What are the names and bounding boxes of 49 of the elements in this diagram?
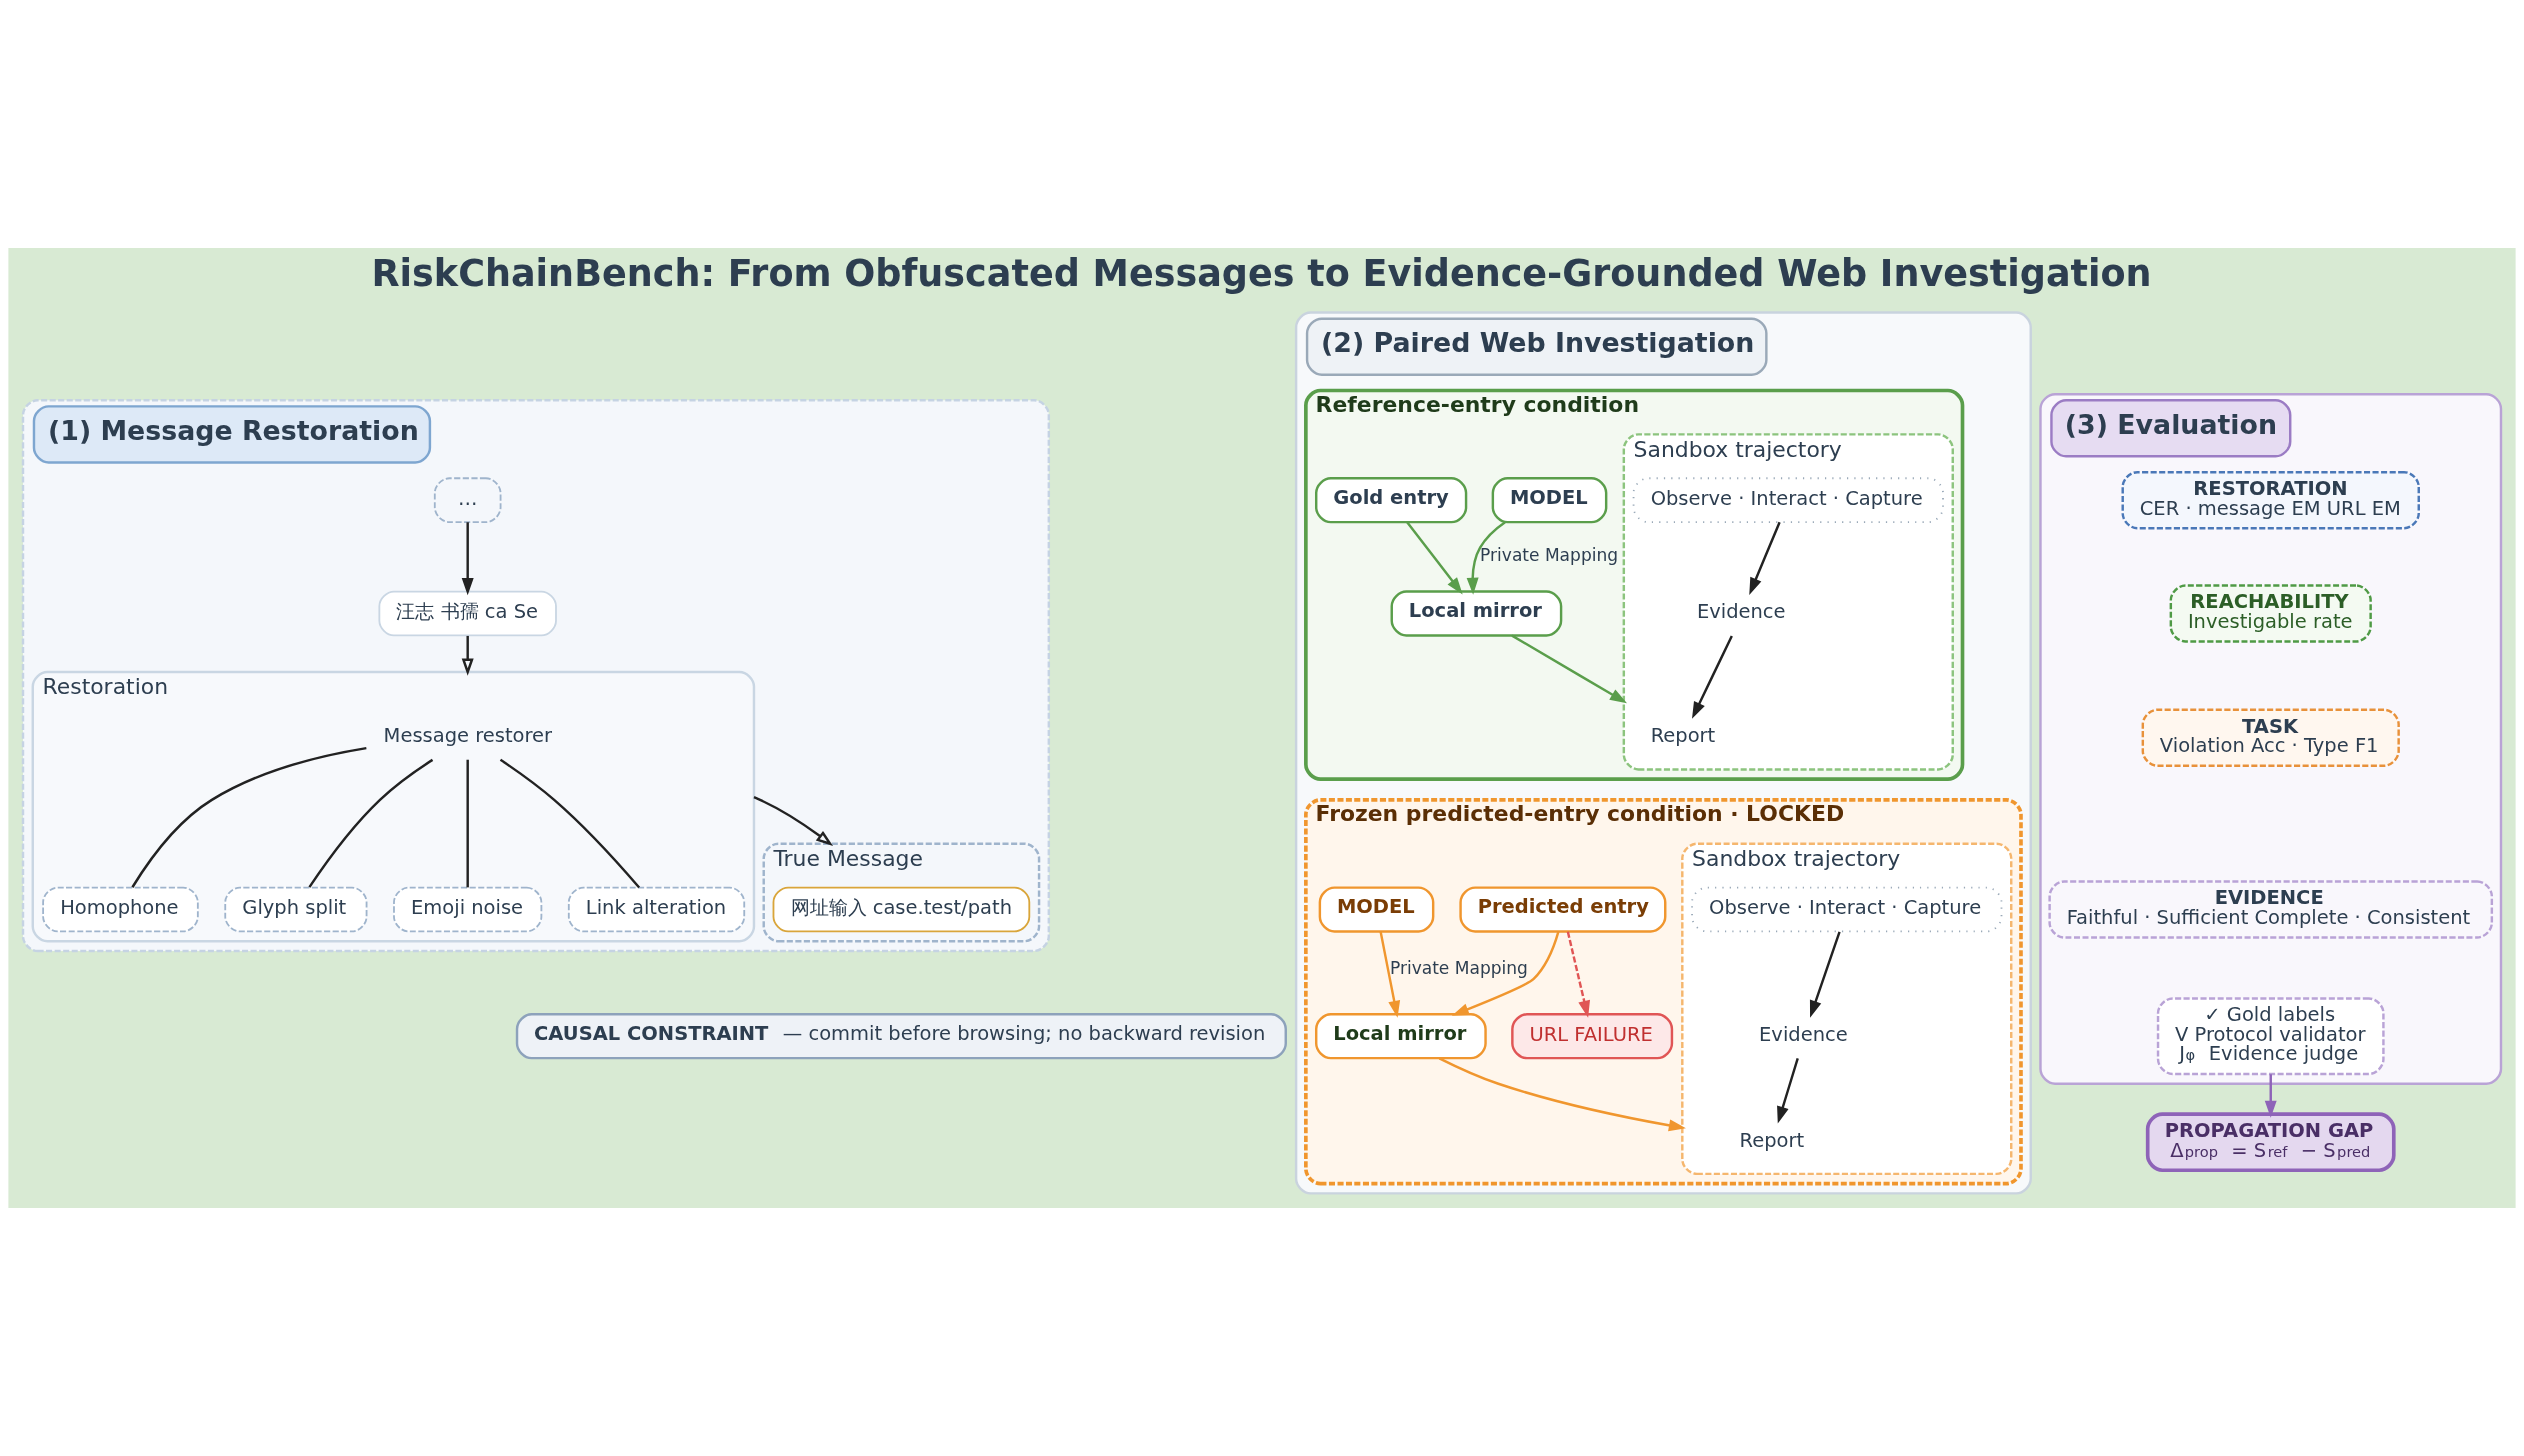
- connector: [308, 758, 434, 888]
- arrow: [1749, 521, 1781, 595]
- arrow: [461, 522, 474, 596]
- node-box: CAUSAL CONSTRAINT — commit before browsing; no backward revision: [515, 1013, 1287, 1060]
- node-text: Report: [1650, 724, 1716, 748]
- node-box: Homophone: [42, 886, 199, 933]
- node-box: Glyph split: [224, 886, 368, 933]
- edge-label: Private Mapping: [1480, 545, 1619, 566]
- node-box: MODEL: [1318, 886, 1435, 933]
- arrow: [1777, 1058, 1799, 1124]
- edge-label: Private Mapping: [1389, 958, 1528, 979]
- diagram-title: RiskChainBench: From Obfuscated Messages to Evidence-Grounded Web Investigation: [371, 251, 2152, 295]
- node-box: RESTORATION CER · message EM URL EM: [2121, 470, 2420, 530]
- node-box: REACHABILITY Investigable rate: [2169, 584, 2372, 643]
- arrow: [461, 635, 474, 676]
- node-box: Observe · Interact · Capture: [1691, 886, 2003, 933]
- arrow: [2264, 1074, 2277, 1118]
- node-box: ✓ Gold labels V Protocol validator Jφ Evidence judge: [2156, 997, 2385, 1076]
- arrow: [1692, 635, 1733, 719]
- connector: [466, 759, 469, 888]
- node-box: Gold entry: [1315, 477, 1468, 524]
- node-text: Evidence: [1759, 1022, 1848, 1046]
- node-box: …: [433, 477, 502, 524]
- node-box: Local mirror: [1315, 1013, 1487, 1060]
- arrow: [1438, 1057, 1686, 1132]
- arrow: [1379, 931, 1401, 1018]
- node-box: MODEL: [1491, 477, 1608, 524]
- node-box: TASK Violation Acc · Type F1: [2141, 708, 2400, 767]
- node-box: 网址输入 case.test/path: [772, 886, 1031, 933]
- node-box: Observe · Interact · Capture: [1632, 477, 1944, 524]
- node-box: 汪志 书孺 ca Se: [378, 590, 557, 637]
- arrow: [1809, 931, 1841, 1018]
- connector: [131, 746, 367, 888]
- arrow: [1466, 521, 1506, 595]
- node-box: Link alteration: [567, 886, 746, 933]
- arrow: [1511, 634, 1627, 704]
- node-box: Emoji noise: [393, 886, 543, 933]
- arrow: [753, 796, 834, 846]
- node-text: Message restorer: [383, 724, 553, 748]
- node-box: EVIDENCE Faithful · Sufficient Complete · Consistent: [2048, 880, 2494, 939]
- arrow: [1406, 521, 1463, 595]
- arrow: [1566, 931, 1591, 1018]
- node-box: Predicted entry: [1459, 886, 1667, 933]
- connector: [499, 758, 641, 889]
- node-text: Evidence: [1696, 600, 1786, 624]
- arrow: [1451, 931, 1560, 1016]
- node-box: Local mirror: [1390, 590, 1563, 637]
- node-box: URL FAILURE: [1511, 1013, 1674, 1060]
- node-text: Report: [1739, 1128, 1805, 1152]
